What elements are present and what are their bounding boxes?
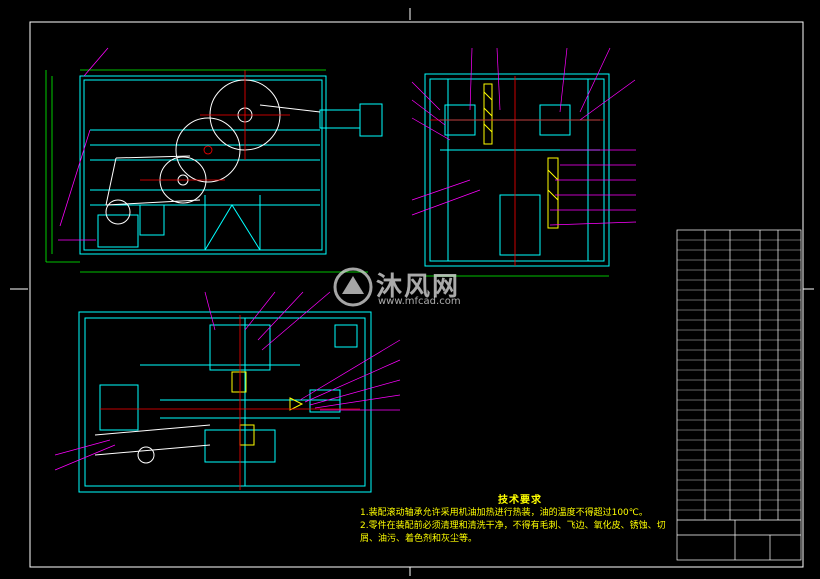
mfcad-logo-icon [333, 267, 373, 307]
side-view [411, 47, 637, 277]
requirement-line-2: 2.零件在装配前必须清理和清洗干净，不得有毛刺、飞边、氧化皮、锈蚀、切屑、油污、… [360, 521, 666, 544]
watermark-brand: 沐风网 [376, 272, 461, 302]
parts-list-table [676, 229, 802, 561]
top-view [54, 291, 401, 493]
technical-requirements: 技术要求 1.装配滚动轴承允许采用机油加热进行热装，油的温度不得超过100℃。 … [360, 494, 680, 546]
technical-requirements-title: 技术要求 [498, 495, 542, 506]
requirement-line-1: 1.装配滚动轴承允许采用机油加热进行热装，油的温度不得超过100℃。 [360, 508, 648, 518]
watermark: 沐风网 www.mfcad.com [332, 266, 502, 310]
drawing-frame [10, 8, 814, 576]
front-view [45, 47, 383, 273]
watermark-url: www.mfcad.com [378, 296, 461, 307]
